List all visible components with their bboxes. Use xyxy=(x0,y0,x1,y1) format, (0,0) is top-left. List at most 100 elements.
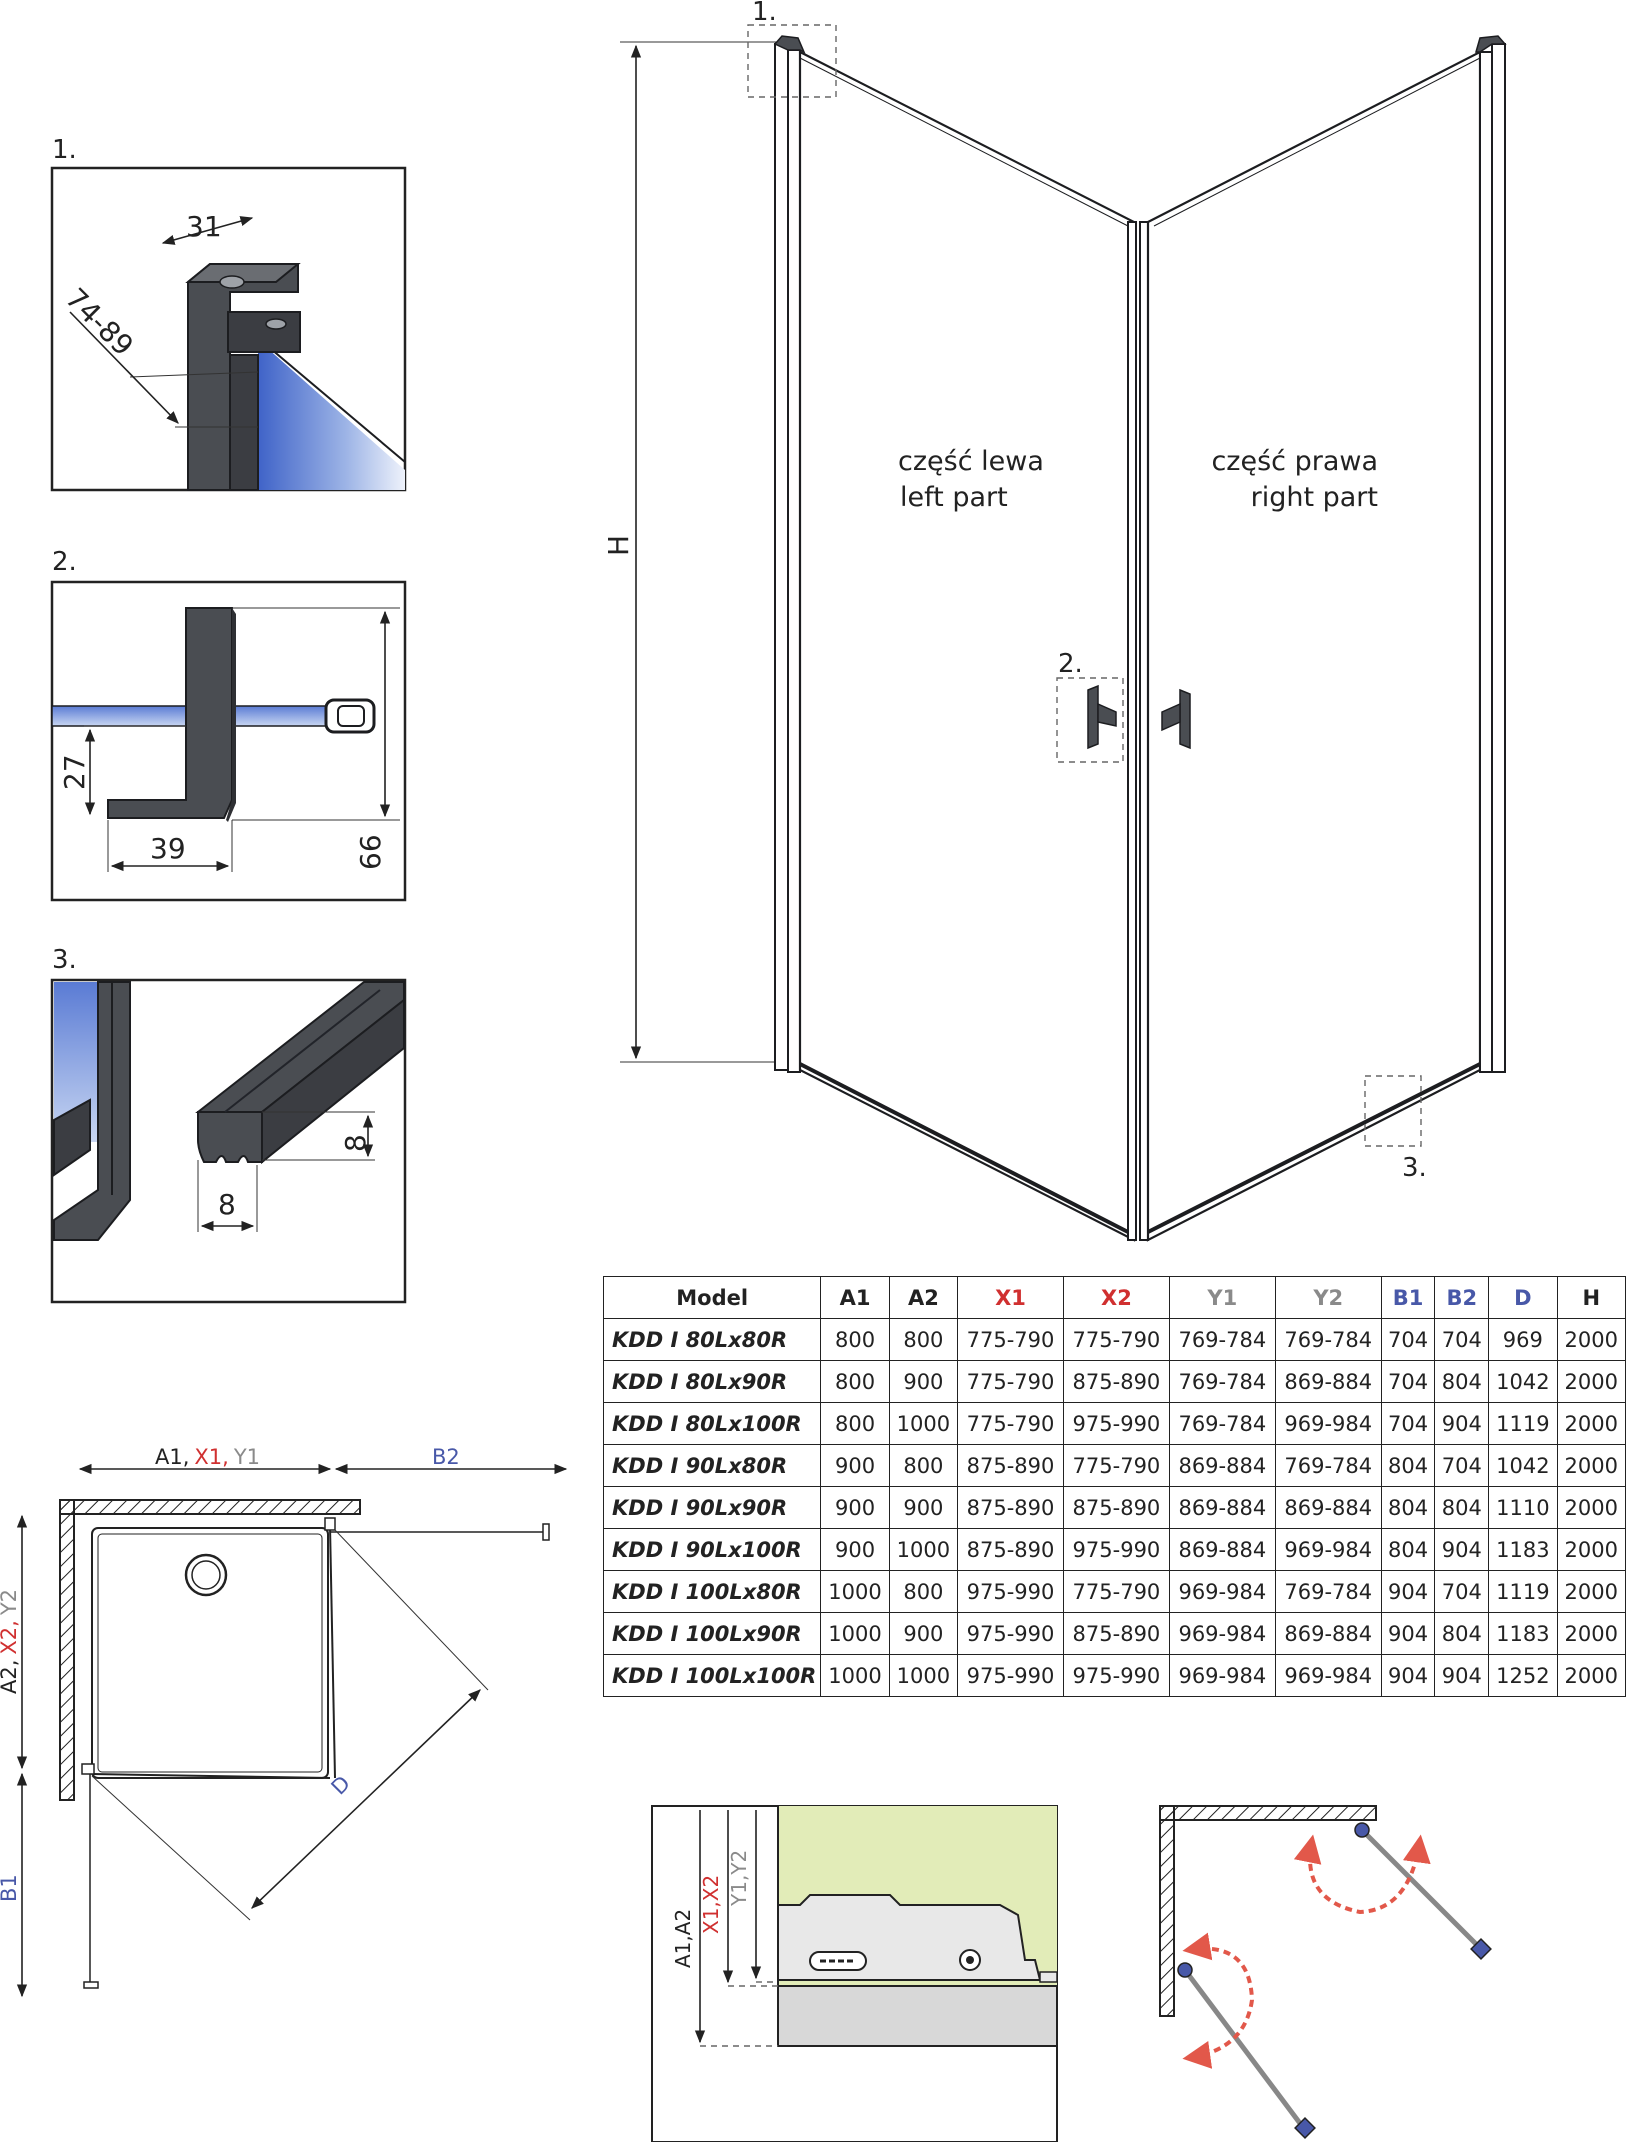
cell-x1: 975-990 xyxy=(957,1654,1064,1697)
cell-b1: 804 xyxy=(1380,1486,1436,1529)
th-a2: A2 xyxy=(888,1276,959,1319)
left-door-panel xyxy=(798,50,1136,1242)
cell-y2: 969-984 xyxy=(1274,1528,1382,1571)
th-x1: X1 xyxy=(957,1276,1064,1319)
swing-hinge-lower-icon xyxy=(1177,1962,1193,1978)
left-handle-icon xyxy=(1087,684,1099,750)
cell-x1: 775-790 xyxy=(957,1318,1064,1361)
cell-d: 1042 xyxy=(1488,1360,1558,1403)
cell-y2: 769-784 xyxy=(1274,1318,1382,1361)
cell-a2: 800 xyxy=(888,1570,959,1613)
plan-view: A1,X1,Y1 B2 A2,X2,Y2 B1 D xyxy=(0,1445,568,1998)
cell-x1: 875-890 xyxy=(957,1528,1064,1571)
cell-x1: 975-990 xyxy=(957,1612,1064,1655)
detail-3-label: 3. xyxy=(52,945,77,975)
detail-1-dim-width: 31 xyxy=(186,210,222,243)
plan-b2-label: B2 xyxy=(432,1445,460,1469)
cell-h: 2000 xyxy=(1556,1612,1626,1655)
cell-a2: 1000 xyxy=(888,1402,959,1445)
cell-h: 2000 xyxy=(1556,1654,1626,1697)
height-label: H xyxy=(602,535,635,556)
plan-wall-top xyxy=(59,1499,361,1515)
th-y2: Y2 xyxy=(1274,1276,1382,1319)
detail-2: 2. 66 27 39 xyxy=(50,547,407,902)
cell-y1: 769-784 xyxy=(1168,1360,1276,1403)
cell-model: KDD I 100Lx80R xyxy=(602,1570,822,1613)
cell-b2: 704 xyxy=(1434,1318,1490,1361)
plan-wall-left xyxy=(59,1499,75,1801)
cell-x2: 975-990 xyxy=(1062,1654,1170,1697)
cell-a2: 900 xyxy=(888,1360,959,1403)
swing-hinge-upper-icon xyxy=(1354,1822,1370,1838)
cell-b1: 704 xyxy=(1380,1402,1436,1445)
right-handle-icon xyxy=(1179,688,1191,750)
cell-b1: 804 xyxy=(1380,1444,1436,1487)
cell-y1: 969-984 xyxy=(1168,1654,1276,1697)
cell-b1: 904 xyxy=(1380,1654,1436,1697)
callout-3-box xyxy=(1364,1075,1422,1147)
cell-d: 1252 xyxy=(1488,1654,1558,1697)
swing-arrow-lower-icon xyxy=(1182,1932,1255,2069)
cell-d: 1183 xyxy=(1488,1528,1558,1571)
detail-3: 3. 8 8 xyxy=(50,945,407,1304)
cell-b1: 904 xyxy=(1380,1612,1436,1655)
section-label-x: X1,X2 xyxy=(699,1875,723,1934)
cell-y1: 969-984 xyxy=(1168,1612,1276,1655)
cell-h: 2000 xyxy=(1556,1360,1626,1403)
cell-d: 1042 xyxy=(1488,1444,1558,1487)
cell-x1: 775-790 xyxy=(957,1360,1064,1403)
cell-d: 1119 xyxy=(1488,1402,1558,1445)
cell-x2: 775-790 xyxy=(1062,1318,1170,1361)
cell-a1: 900 xyxy=(820,1486,890,1529)
cell-y2: 969-984 xyxy=(1274,1654,1382,1697)
cell-a2: 1000 xyxy=(888,1654,959,1697)
cell-model: KDD I 90Lx90R xyxy=(602,1486,822,1529)
th-b1: B1 xyxy=(1380,1276,1436,1319)
cell-a1: 800 xyxy=(820,1318,890,1361)
cell-y1: 869-884 xyxy=(1168,1486,1276,1529)
th-model: Model xyxy=(602,1276,822,1319)
cell-x2: 875-890 xyxy=(1062,1360,1170,1403)
cell-y1: 769-784 xyxy=(1168,1318,1276,1361)
cell-y1: 769-784 xyxy=(1168,1402,1276,1445)
cell-y2: 869-884 xyxy=(1274,1486,1382,1529)
callout-1-label: 1. xyxy=(752,0,777,27)
detail-1: 1. 31 74-89 xyxy=(50,135,407,492)
detail-2-label: 2. xyxy=(52,547,77,577)
section-label-a: A1,A2 xyxy=(671,1909,695,1968)
cell-model: KDD I 100Lx90R xyxy=(602,1612,822,1655)
section-label-y: Y1,Y2 xyxy=(727,1850,751,1907)
cell-d: 1183 xyxy=(1488,1612,1558,1655)
plan-top-label: A1,X1,Y1 xyxy=(155,1445,260,1469)
cell-a1: 1000 xyxy=(820,1570,890,1613)
cell-a1: 1000 xyxy=(820,1654,890,1697)
cell-d: 969 xyxy=(1488,1318,1558,1361)
cell-a1: 900 xyxy=(820,1528,890,1571)
cell-b2: 904 xyxy=(1434,1528,1490,1571)
cell-b2: 704 xyxy=(1434,1444,1490,1487)
plan-d-label: D xyxy=(327,1771,355,1799)
cell-x1: 775-790 xyxy=(957,1402,1064,1445)
cell-a1: 800 xyxy=(820,1402,890,1445)
cell-h: 2000 xyxy=(1556,1486,1626,1529)
detail-1-glass xyxy=(258,340,405,490)
cell-x2: 775-790 xyxy=(1062,1570,1170,1613)
th-x2: X2 xyxy=(1062,1276,1170,1319)
swing-wall-top xyxy=(1159,1805,1377,1821)
plan-b1-label: B1 xyxy=(0,1874,21,1902)
swing-wall-left xyxy=(1159,1805,1175,2017)
cell-b1: 804 xyxy=(1380,1528,1436,1571)
cell-b2: 704 xyxy=(1434,1570,1490,1613)
plan-side-label: A2,X2,Y2 xyxy=(0,1589,21,1694)
detail-2-dim-c: 66 xyxy=(354,834,387,870)
cell-h: 2000 xyxy=(1556,1528,1626,1571)
cell-x2: 875-890 xyxy=(1062,1612,1170,1655)
cell-b1: 904 xyxy=(1380,1570,1436,1613)
cell-y2: 869-884 xyxy=(1274,1612,1382,1655)
